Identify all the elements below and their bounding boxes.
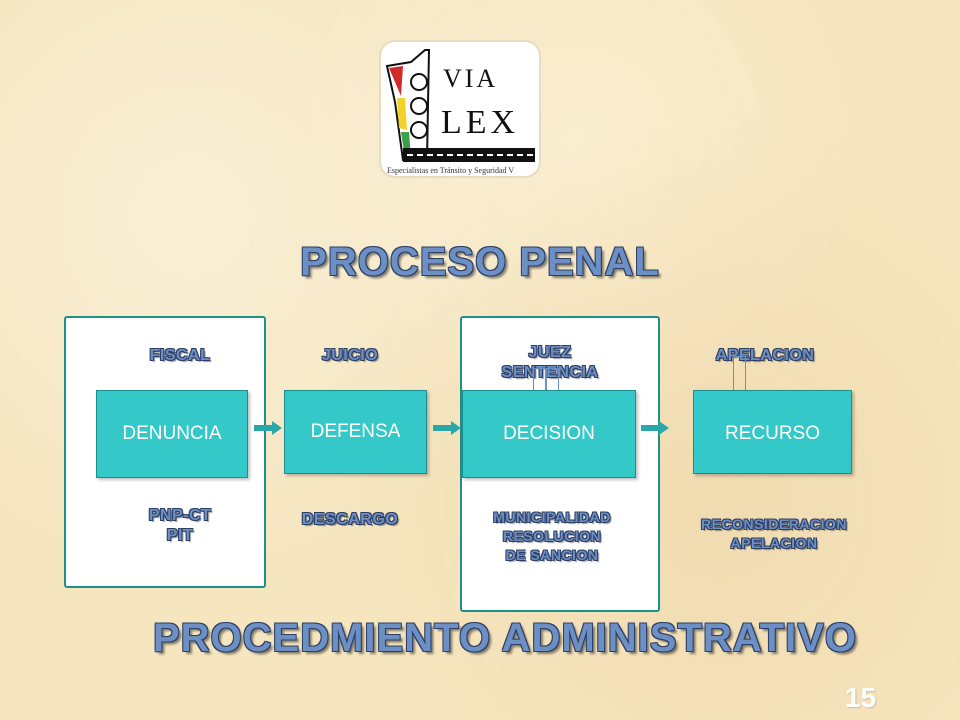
box-decision: DECISION: [462, 390, 636, 478]
arrow-right-icon: [641, 421, 669, 435]
box-defensa: DEFENSA: [284, 390, 427, 474]
label-de-sancion: DE SANCION: [505, 547, 599, 563]
label-municipalidad-resolucion: MUNICIPALIDAD RESOLUCION DE SANCION: [474, 508, 630, 565]
label-fiscal: FISCAL: [149, 347, 211, 364]
label-reconsideracion-apelacion: RECONSIDERACION APELACION: [676, 515, 872, 553]
logo-word-via: VIA: [443, 64, 499, 93]
label-reconsideracion: RECONSIDERACION: [701, 516, 847, 532]
logo-tagline: Especialistas en Tránsito y Seguridad V: [387, 166, 515, 175]
title-procedimiento-administrativo: PROCEDMIENTO ADMINISTRATIVO: [152, 616, 858, 660]
label-descargo: DESCARGO: [301, 511, 399, 528]
label-municipalidad: MUNICIPALIDAD: [493, 509, 611, 525]
vialex-logo: VIA LEX Especialistas en Tránsito y Segu…: [381, 42, 539, 176]
arrow-right-icon: [254, 421, 282, 435]
label-juicio: JUICIO: [321, 347, 379, 364]
label-apelacion-bottom: APELACION: [730, 535, 818, 551]
box-denuncia: DENUNCIA: [96, 390, 248, 478]
arrow-right-icon: [433, 421, 461, 435]
page-number: 15: [845, 682, 877, 713]
label-juez-sentencia: JUEZ SENTENCIA: [480, 343, 620, 383]
title-proceso-penal: PROCESO PENAL: [300, 240, 660, 284]
label-sentencia: SENTENCIA: [501, 364, 599, 381]
label-resolucion: RESOLUCION: [502, 528, 602, 544]
label-pnp-ct: PNP-CT: [148, 507, 212, 524]
label-juez: JUEZ: [528, 344, 572, 361]
label-pnp-pit: PNP-CT PIT: [120, 506, 240, 546]
label-pit: PIT: [166, 527, 194, 544]
label-apelacion-top: APELACION: [715, 347, 815, 364]
box-recurso: RECURSO: [693, 390, 852, 474]
traffic-light-logo-graphic: [385, 49, 535, 162]
logo-word-lex: LEX: [441, 104, 520, 141]
